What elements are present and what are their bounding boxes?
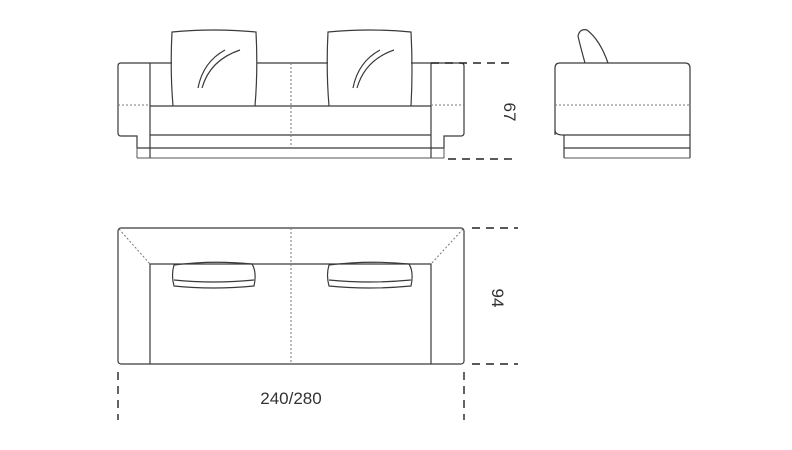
plan-cushion-right — [326, 261, 413, 289]
height-dimension-label: 67 — [500, 103, 519, 122]
depth-dimension-label: 94 — [488, 289, 507, 308]
width-dimension-label: 240/280 — [260, 389, 321, 408]
back-cushion-right — [326, 29, 413, 107]
plan-cushion-left — [171, 261, 256, 289]
side-elevation — [554, 29, 691, 159]
left-arm — [117, 62, 151, 148]
back-cushion-left — [170, 29, 258, 107]
side-cushion — [577, 29, 609, 64]
plan-view: 94 240/280 — [117, 227, 518, 420]
front-elevation: 67 — [117, 29, 519, 160]
